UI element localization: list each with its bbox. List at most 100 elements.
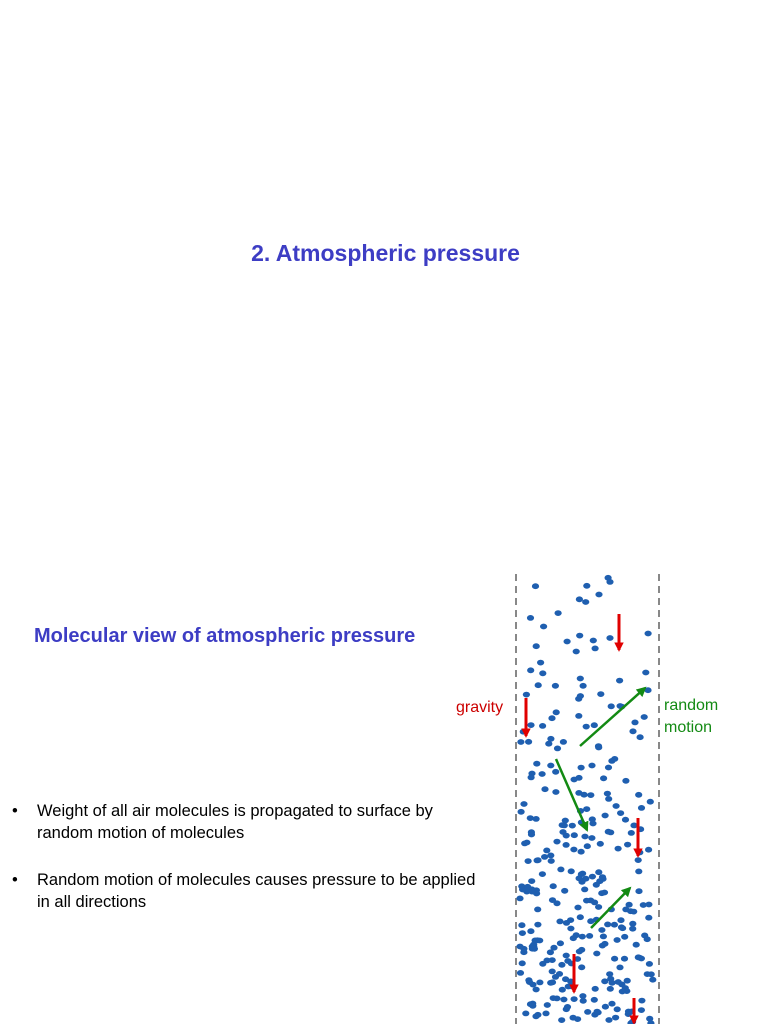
air-molecule bbox=[524, 883, 532, 890]
air-molecule bbox=[583, 582, 591, 589]
air-molecule bbox=[591, 985, 599, 992]
air-molecule bbox=[543, 1002, 551, 1008]
air-molecule bbox=[617, 917, 625, 924]
air-molecule bbox=[638, 997, 646, 1004]
air-molecule bbox=[588, 762, 596, 769]
air-molecule bbox=[611, 756, 619, 762]
bullet-item: • Weight of all air molecules is propaga… bbox=[12, 800, 492, 844]
air-molecule bbox=[532, 816, 540, 822]
air-molecule bbox=[630, 822, 638, 829]
air-molecule bbox=[552, 709, 560, 716]
air-molecule bbox=[610, 921, 619, 928]
air-molecule bbox=[520, 801, 528, 807]
air-molecule bbox=[622, 777, 630, 784]
air-molecule bbox=[590, 996, 598, 1003]
slide-subtitle: Molecular view of atmospheric pressure bbox=[34, 625, 416, 647]
air-molecule bbox=[534, 906, 542, 913]
air-molecule bbox=[552, 768, 560, 775]
air-molecule bbox=[596, 840, 604, 847]
air-molecule bbox=[621, 933, 629, 940]
bullet-glyph: • bbox=[12, 871, 18, 889]
air-molecule bbox=[570, 996, 578, 1002]
air-molecule bbox=[634, 857, 642, 863]
air-molecule bbox=[631, 719, 639, 726]
air-molecule bbox=[583, 843, 591, 850]
air-molecule bbox=[562, 920, 571, 926]
air-molecule bbox=[529, 1002, 537, 1009]
air-molecule bbox=[614, 845, 622, 852]
air-molecule bbox=[534, 1011, 542, 1018]
air-molecule bbox=[564, 983, 572, 990]
air-molecule bbox=[637, 1007, 646, 1013]
air-molecule bbox=[593, 1008, 601, 1015]
air-molecule bbox=[584, 1009, 592, 1015]
air-molecule bbox=[553, 745, 562, 752]
air-molecule bbox=[608, 1000, 616, 1007]
air-molecule bbox=[621, 816, 630, 823]
air-molecule bbox=[643, 936, 651, 943]
air-molecule bbox=[579, 997, 587, 1004]
air-molecule bbox=[604, 764, 613, 771]
air-molecule bbox=[527, 831, 536, 838]
air-molecule bbox=[548, 979, 557, 986]
air-molecule bbox=[582, 599, 590, 605]
air-molecule bbox=[607, 829, 615, 836]
air-molecule bbox=[551, 682, 560, 689]
air-molecule bbox=[575, 790, 583, 796]
air-molecule bbox=[606, 985, 614, 992]
air-molecule bbox=[600, 775, 608, 782]
bullet-glyph: • bbox=[12, 802, 18, 820]
air-molecule bbox=[616, 964, 624, 971]
air-molecule bbox=[572, 648, 580, 655]
air-molecule bbox=[606, 635, 614, 641]
air-molecule bbox=[541, 854, 549, 860]
air-molecule bbox=[629, 728, 637, 735]
random-motion-label-line1: random bbox=[664, 697, 719, 714]
air-molecule bbox=[570, 832, 578, 839]
air-molecule bbox=[516, 895, 524, 902]
air-molecule bbox=[617, 810, 625, 816]
air-molecule bbox=[576, 675, 584, 682]
air-molecule bbox=[635, 868, 643, 875]
molecules-group bbox=[516, 574, 657, 1024]
air-molecule bbox=[534, 857, 542, 864]
air-molecule bbox=[616, 677, 624, 684]
air-molecule bbox=[599, 933, 608, 940]
air-molecule bbox=[550, 944, 558, 951]
air-molecule bbox=[588, 873, 597, 880]
air-molecule bbox=[591, 645, 599, 652]
air-molecule bbox=[520, 949, 528, 956]
air-molecule bbox=[635, 791, 643, 798]
air-molecule bbox=[623, 977, 631, 984]
air-molecule bbox=[559, 739, 568, 745]
air-molecule bbox=[577, 871, 586, 878]
air-molecule bbox=[644, 687, 652, 694]
air-molecule bbox=[588, 835, 596, 841]
air-molecule bbox=[587, 918, 595, 925]
slide-molecular-view: Molecular view of atmospheric pressure •… bbox=[0, 512, 768, 1024]
air-molecule bbox=[561, 817, 569, 824]
air-molecule bbox=[604, 921, 612, 928]
air-molecule bbox=[596, 878, 604, 885]
random-motion-label: random motion bbox=[664, 695, 718, 739]
air-molecule bbox=[546, 949, 555, 956]
air-molecule bbox=[618, 988, 626, 995]
random-motion-label-line2: motion bbox=[664, 719, 713, 736]
air-molecule bbox=[547, 852, 555, 859]
air-molecule bbox=[562, 952, 570, 959]
air-molecule bbox=[603, 790, 612, 797]
gravity-label: gravity bbox=[456, 699, 504, 716]
air-molecule bbox=[576, 693, 585, 699]
air-molecule bbox=[518, 922, 526, 929]
air-molecule bbox=[612, 803, 620, 809]
air-molecule bbox=[607, 703, 615, 710]
air-molecule bbox=[629, 925, 637, 932]
air-molecule bbox=[533, 937, 542, 944]
air-molecule bbox=[577, 848, 585, 855]
air-molecule bbox=[518, 930, 527, 936]
air-molecule bbox=[552, 789, 560, 795]
air-molecule bbox=[583, 806, 591, 812]
air-molecule bbox=[639, 902, 647, 908]
air-molecule bbox=[581, 886, 589, 893]
air-molecule bbox=[548, 897, 557, 903]
